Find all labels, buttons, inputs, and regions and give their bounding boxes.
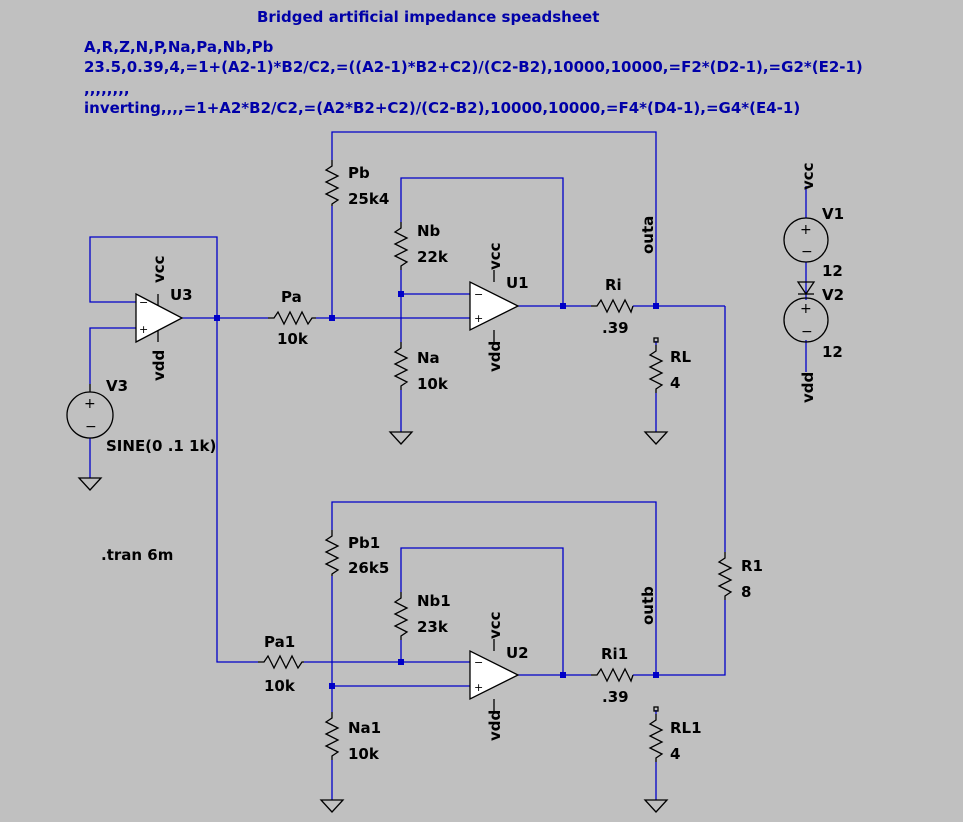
net-label-outb: outb bbox=[639, 586, 657, 625]
ri-value: .39 bbox=[602, 319, 629, 337]
pa-value: 10k bbox=[277, 330, 309, 348]
source-v2[interactable]: + − V2 12 bbox=[783, 281, 844, 361]
resistor-nb[interactable]: Nb 22k bbox=[393, 222, 449, 270]
resistor-na1[interactable]: Na1 10k bbox=[324, 712, 381, 763]
resistor-rl[interactable]: RL 4 bbox=[648, 337, 692, 393]
pa1-value: 10k bbox=[264, 677, 296, 695]
net-label-vcc-u3: vcc bbox=[150, 255, 168, 283]
u3-plus-pin: + bbox=[139, 323, 148, 336]
pb1-name: Pb1 bbox=[348, 534, 380, 552]
net-label-vcc-u1: vcc bbox=[486, 242, 504, 270]
r1-value: 8 bbox=[741, 583, 751, 601]
rl-value: 4 bbox=[670, 374, 680, 392]
resistor-ri1[interactable]: Ri1 .39 bbox=[591, 645, 634, 706]
u2-label: U2 bbox=[506, 644, 529, 662]
ri1-value: .39 bbox=[602, 688, 629, 706]
v1-value: 12 bbox=[822, 262, 843, 280]
net-label-vcc-v1: vcc bbox=[799, 162, 817, 190]
ground-na1 bbox=[319, 799, 345, 813]
v3-plus: + bbox=[84, 396, 96, 412]
u2-minus-pin: − bbox=[474, 656, 483, 669]
ground-na bbox=[388, 431, 414, 445]
v3-name: V3 bbox=[106, 377, 128, 395]
u1-minus-pin: − bbox=[474, 288, 483, 301]
v3-minus: − bbox=[85, 419, 97, 435]
spreadsheet-line-4: inverting,,,,=1+A2*B2/C2,=(A2*B2+C2)/(C2… bbox=[84, 99, 800, 117]
u1-label: U1 bbox=[506, 274, 529, 292]
sheet-title: Bridged artificial impedance speadsheet bbox=[257, 8, 599, 26]
v1-plus: + bbox=[800, 222, 812, 238]
v1-minus: − bbox=[801, 244, 813, 260]
rl1-name: RL1 bbox=[670, 719, 702, 737]
net-label-vcc-u2: vcc bbox=[486, 611, 504, 639]
nb-name: Nb bbox=[417, 222, 441, 240]
r1-name: R1 bbox=[741, 557, 763, 575]
spice-directive[interactable]: .tran 6m bbox=[101, 546, 173, 564]
wires-top bbox=[89, 131, 726, 676]
v3-value: SINE(0 .1 1k) bbox=[106, 437, 216, 455]
spreadsheet-line-1: A,R,Z,N,P,Na,Pa,Nb,Pb bbox=[84, 38, 274, 56]
u3-label: U3 bbox=[170, 286, 193, 304]
ri-name: Ri bbox=[605, 276, 622, 294]
na-value: 10k bbox=[417, 375, 449, 393]
rl1-value: 4 bbox=[670, 745, 680, 763]
v2-plus: + bbox=[800, 301, 812, 317]
u3-minus-pin: − bbox=[139, 296, 148, 309]
pb-name: Pb bbox=[348, 164, 370, 182]
net-label-vdd-u2: vdd bbox=[486, 710, 504, 741]
nb1-value: 23k bbox=[417, 618, 449, 636]
ground-v3 bbox=[77, 477, 103, 491]
net-label-vdd-u3: vdd bbox=[150, 350, 168, 381]
nb1-name: Nb1 bbox=[417, 592, 451, 610]
v2-minus: − bbox=[801, 324, 813, 340]
net-label-outa: outa bbox=[639, 216, 657, 254]
u1-plus-pin: + bbox=[474, 312, 483, 325]
spreadsheet-line-3: ,,,,,,,, bbox=[84, 80, 130, 98]
net-label-vdd-v2: vdd bbox=[799, 372, 817, 403]
resistor-pb[interactable]: Pb 25k4 bbox=[324, 160, 389, 208]
na1-name: Na1 bbox=[348, 719, 381, 737]
v2-value: 12 bbox=[822, 343, 843, 361]
resistor-pa1[interactable]: Pa1 10k bbox=[258, 633, 304, 695]
spreadsheet-line-2: 23.5,0.39,4,=1+(A2-1)*B2/C2,=((A2-1)*B2+… bbox=[84, 58, 863, 76]
nb-value: 22k bbox=[417, 248, 449, 266]
wires-bottom bbox=[304, 501, 657, 800]
ground-symbols bbox=[77, 431, 669, 813]
rl-name: RL bbox=[670, 348, 692, 366]
resistor-pa[interactable]: Pa 10k bbox=[268, 288, 316, 348]
resistor-rl1[interactable]: RL1 4 bbox=[648, 706, 702, 763]
pa-name: Pa bbox=[281, 288, 302, 306]
opamp-u2[interactable]: − + U2 bbox=[469, 639, 529, 711]
resistor-na[interactable]: Na 10k bbox=[393, 342, 449, 393]
pa1-name: Pa1 bbox=[264, 633, 295, 651]
ground-rl1 bbox=[643, 799, 669, 813]
resistor-ri[interactable]: Ri .39 bbox=[591, 276, 634, 337]
opamp-u1[interactable]: − + U1 bbox=[469, 270, 529, 342]
v1-name: V1 bbox=[822, 205, 844, 223]
ground-rl bbox=[643, 431, 669, 445]
na1-value: 10k bbox=[348, 745, 380, 763]
source-v3[interactable]: + − V3 SINE(0 .1 1k) bbox=[66, 377, 216, 455]
source-v1[interactable]: + − V1 12 bbox=[783, 205, 844, 280]
opamp-u3[interactable]: − + U3 bbox=[135, 286, 193, 344]
pb-value: 25k4 bbox=[348, 190, 389, 208]
pb1-value: 26k5 bbox=[348, 559, 389, 577]
ri1-name: Ri1 bbox=[601, 645, 628, 663]
resistor-pb1[interactable]: Pb1 26k5 bbox=[324, 530, 389, 577]
na-name: Na bbox=[417, 349, 440, 367]
resistor-nb1[interactable]: Nb1 23k bbox=[393, 592, 451, 640]
v2-name: V2 bbox=[822, 286, 844, 304]
net-label-vdd-u1: vdd bbox=[486, 341, 504, 372]
resistor-r1[interactable]: R1 8 bbox=[717, 552, 763, 601]
u2-plus-pin: + bbox=[474, 681, 483, 694]
junction-dots bbox=[214, 291, 659, 689]
